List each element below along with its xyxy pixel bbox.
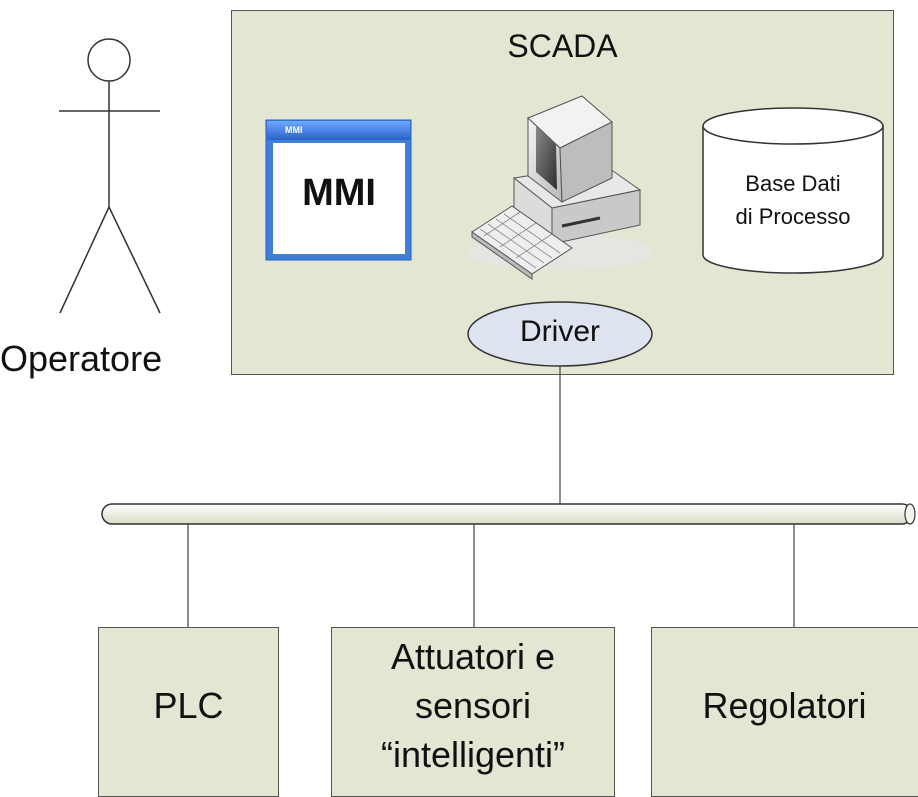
mmi-titlebar-text: MMI [285, 125, 303, 135]
connection-lines [187, 366, 795, 627]
database-icon [702, 107, 884, 274]
scada-title: SCADA [507, 28, 618, 64]
attuatori-box [331, 627, 615, 797]
operator-label: Operatore [0, 338, 163, 379]
plc-label: PLC [153, 685, 224, 726]
mmi-label: MMI [302, 172, 376, 214]
regolatori-label: Regolatori [702, 685, 867, 726]
operator-figure [59, 38, 161, 314]
attuatori-label-line1: Attuatori e [390, 636, 556, 677]
computer-icon [468, 95, 652, 280]
attuatori-label-line2: sensori [414, 685, 532, 726]
mmi-window-icon [265, 119, 412, 261]
regolatori-box [651, 627, 918, 797]
database-label-line1: Base Dati [745, 171, 841, 196]
bus-pipe [101, 503, 916, 525]
database-label-line2: di Processo [735, 204, 851, 229]
driver-label: Driver [520, 315, 600, 348]
attuatori-label-line3: “intelligenti” [380, 734, 566, 775]
